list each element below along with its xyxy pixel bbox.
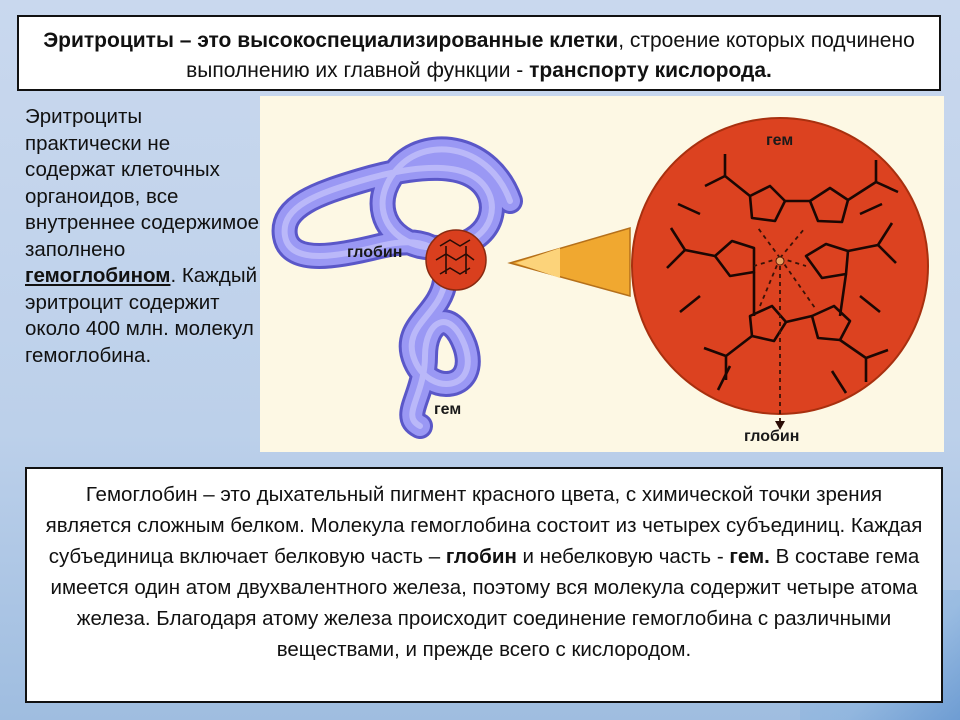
header-definition-box: Эритроциты – это высокоспециализированны… [17, 15, 941, 91]
hemoglobin-drawing [271, 117, 929, 439]
erythrocyte-description: Эритроциты практически не содержат клето… [25, 104, 260, 369]
bottom-text-part3: и небелковую часть - [516, 545, 730, 568]
globin-label-right: глобин [744, 428, 800, 445]
large-heme-disc [631, 117, 929, 430]
header-text: , строение которых подчинено выполнению … [186, 29, 915, 82]
heme-label-left: гем [434, 401, 462, 418]
globin-chain-shape [271, 136, 523, 439]
globin-label-left: глобин [347, 244, 403, 261]
globin-term: глобин [445, 545, 517, 568]
hemoglobin-term: гемоглобином [25, 264, 171, 287]
hemoglobin-illustration: глобин гем гем глобин [260, 96, 944, 452]
heme-label-right: гем [766, 132, 794, 149]
heme-term: гем. [729, 545, 770, 568]
bottom-text-part1: Гемоглобин – это дыхательный пигмент кра… [45, 483, 923, 568]
small-heme-disc [425, 229, 487, 291]
left-text-part1: Эритроциты практически не содержат клето… [25, 105, 260, 261]
header-function: транспорту кислорода. [529, 59, 772, 82]
hemoglobin-definition-box: Гемоглобин – это дыхательный пигмент кра… [25, 467, 943, 703]
zoom-arrow [507, 227, 631, 297]
left-text-part3: . Каждый эритроцит содержит около 400 мл… [25, 264, 258, 367]
bottom-text-part5: В составе гема имеется один атом двухвал… [50, 545, 920, 661]
header-term: Эритроциты – это высокоспециализированны… [43, 29, 619, 52]
